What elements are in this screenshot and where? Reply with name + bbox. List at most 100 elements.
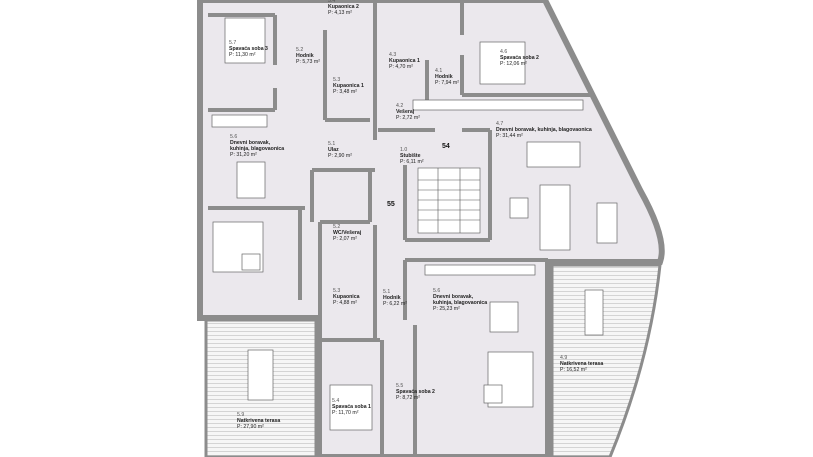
room-area: P: 12,06 m²	[500, 61, 527, 67]
room-area: P: 16,52 m²	[560, 367, 587, 373]
room-name: Dnevni boravak, kuhinja, blagovaonica	[230, 140, 285, 152]
terrace-4-9	[550, 263, 662, 457]
room-name: Spavaća soba 3	[229, 46, 268, 52]
room-name: Kupaonica 2	[328, 4, 359, 10]
room-area: P: 4,88 m²	[333, 300, 357, 306]
kitchen-island	[526, 141, 581, 168]
unit-marker: 55	[387, 201, 395, 208]
room-name: Natkrivena terasa	[237, 418, 281, 424]
bed	[329, 384, 373, 431]
room-id: 5.9	[237, 412, 245, 418]
room-name: Hodnik	[383, 295, 401, 301]
room-id: 4.9	[560, 355, 568, 361]
outdoor-table	[247, 349, 274, 401]
room-name: Spavaća soba 1	[332, 404, 371, 410]
room-id: 5.5	[396, 383, 404, 389]
room-area: P: 5,73 m²	[296, 59, 320, 65]
room-name: WC/Vešeraj	[333, 230, 362, 236]
staircase	[417, 167, 481, 234]
room-area: P: 31,44 m²	[496, 133, 523, 139]
room-area: P: 4,70 m²	[389, 64, 413, 70]
outdoor-table	[584, 289, 604, 336]
room-name: Dnevni boravak, kuhinja, blagovaonica	[496, 127, 592, 133]
room-id: 5.6	[433, 288, 441, 294]
room-area: P: 6,22 m²	[383, 301, 407, 307]
room-id: 5.3	[333, 77, 341, 83]
room-id: 5.2	[333, 224, 341, 230]
room-area: P: 2,07 m²	[333, 236, 357, 242]
room-name: Hodnik	[435, 74, 453, 80]
kitchen-counter	[412, 99, 584, 111]
room-area: P: 8,72 m²	[396, 395, 420, 401]
room-area: P: 27,90 m²	[237, 424, 264, 430]
room-id: 4.7	[496, 121, 504, 127]
room-name: Kupaonica	[333, 294, 360, 300]
sofa	[212, 221, 264, 273]
furniture	[211, 17, 618, 431]
room-area: P: 3,48 m²	[333, 89, 357, 95]
room-area: P: 6,11 m²	[400, 159, 424, 165]
room-name: Vešeraj	[396, 109, 415, 115]
room-name: Kupaonica 1	[389, 58, 420, 64]
room-id: 5.1	[383, 289, 391, 295]
room-name: Kupaonica 1	[333, 83, 364, 89]
room-name: Natkrivena terasa	[560, 361, 604, 367]
room-id: 4.3	[389, 52, 397, 58]
room-id: 5.6	[230, 134, 238, 140]
room-id: 4.1	[435, 68, 443, 74]
kitchen-counter	[424, 264, 536, 276]
room-id: 1.0	[400, 147, 408, 153]
room-area: P: 25,23 m²	[433, 306, 460, 312]
room-area: P: 7,94 m²	[435, 80, 459, 86]
room-id: 5.2	[296, 47, 304, 53]
room-name: Dnevni boravak, kuhinja, blagovaonica	[433, 294, 488, 306]
unit-marker: 54	[442, 143, 450, 150]
room-id: 5.7	[229, 40, 237, 46]
sofa	[539, 184, 571, 251]
coffee-table	[483, 384, 503, 404]
room-name: Hodnik	[296, 53, 314, 59]
room-area: P: 11,70 m²	[332, 410, 359, 416]
room-area: P: 4,13 m²	[328, 10, 352, 16]
room-name: Ulaz	[328, 147, 339, 153]
coffee-table	[241, 253, 261, 271]
room-area: P: 2,90 m²	[328, 153, 352, 159]
bed	[479, 41, 526, 85]
room-area: P: 11,30 m²	[229, 52, 256, 58]
kitchen-counter	[211, 114, 268, 128]
dining-table	[489, 301, 519, 333]
room-area: P: 31,20 m²	[230, 152, 257, 158]
bed	[224, 17, 266, 64]
room-area: P: 2,72 m²	[396, 115, 420, 121]
room-id: 4.2	[396, 103, 404, 109]
room-name: Spavaća soba 2	[500, 55, 539, 61]
room-name: Stubište	[400, 153, 421, 159]
room-id: 5.1	[328, 141, 336, 147]
dining-table	[236, 161, 266, 199]
coffee-table	[509, 197, 529, 219]
room-name: Spavaća soba 2	[396, 389, 435, 395]
room-id: 5.3	[333, 288, 341, 294]
interior-walls	[208, 0, 590, 457]
